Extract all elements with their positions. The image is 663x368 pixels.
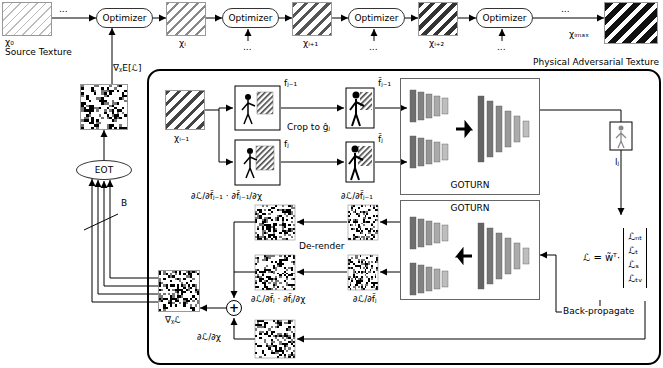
- node-label: Optimizer: [228, 13, 272, 24]
- node-label: Optimizer: [482, 13, 526, 24]
- connector-arrow: [104, 130, 105, 160]
- network-box: GOTURN: [400, 200, 540, 300]
- texture-image: χᵢ₊₂: [418, 2, 458, 36]
- annotation-label: ∂ℒ/∂f̃ⱼ · ∂f̃ⱼ/∂χ: [250, 294, 306, 305]
- annotation-label: ...: [560, 4, 571, 15]
- edge-label: lⱼ: [614, 157, 620, 168]
- annotation-label: fⱼ: [283, 139, 290, 150]
- node-label: χ₀: [5, 37, 14, 48]
- optimizer-box: Optimizer: [476, 8, 533, 28]
- annotation-label: f̃ⱼ₋₁: [377, 78, 392, 89]
- connector-arrow: [458, 18, 476, 19]
- node-text: ℒₜᵥ: [628, 272, 642, 286]
- gradient-image: ∇ᵪℒ: [158, 270, 200, 312]
- connector-arrow: [332, 18, 348, 19]
- node-label: ∇ᵪE[ℒ]: [113, 63, 142, 74]
- node-text: Source Texture: [5, 47, 72, 58]
- annotation-label: fⱼ₋₁: [283, 78, 298, 89]
- annotation-label: ∂ℒ/∂f̃ⱼ₋₁: [340, 191, 374, 202]
- eot-ellipse: EOT: [76, 160, 132, 180]
- texture-image: χ₀Source Texture: [2, 2, 52, 36]
- node-text: Physical Adversarial Texture: [533, 57, 659, 68]
- connector-arrow: [112, 28, 113, 84]
- node-text: ℒₛ: [628, 258, 642, 272]
- texture-image: χᵢₘₐₓPhysical Adversarial Texture: [604, 2, 658, 44]
- node-label: GOTURN: [450, 203, 489, 214]
- connector-arrow: [52, 18, 96, 19]
- connector-arrow: [279, 18, 292, 19]
- cropped-frames: [346, 88, 374, 182]
- annotation-label: B: [120, 198, 128, 209]
- network-box: GOTURN: [400, 78, 540, 195]
- annotation-label: ∂ℒ/∂f̃ⱼ₋₁ · ∂f̃ⱼ₋₁/∂χ: [190, 191, 263, 202]
- node-label: χᵢ₋₁: [174, 133, 189, 144]
- input-arrows: [248, 29, 502, 41]
- node-label: χᵢₘₐₓ: [569, 29, 589, 40]
- optimizer-box: Optimizer: [222, 8, 279, 28]
- texture-image: χᵢ₊₁: [292, 2, 332, 36]
- connector-arrow: [540, 255, 600, 312]
- connector-arrow: [200, 308, 226, 309]
- annotation-label: ∂ℒ/∂f̃ⱼ: [352, 294, 378, 305]
- pipeline-panel: [148, 70, 660, 364]
- connector-arrow: [405, 18, 418, 19]
- optimizer-box: Optimizer: [96, 8, 153, 28]
- loss-vector: ℒ = w̃ᵀ·ℒₙₜℒₜℒₛℒₜᵥ: [583, 215, 658, 300]
- annotation-label: ...: [58, 4, 69, 15]
- texture-image: χᵢ: [166, 2, 206, 36]
- connector-arrow: [533, 18, 604, 19]
- node-label: ℒ = w̃ᵀ·: [583, 251, 620, 265]
- node-label: EOT: [95, 165, 113, 176]
- tracker-output: [610, 122, 632, 150]
- edge-label: Back-propagate: [562, 306, 635, 317]
- annotation-label: ...: [496, 42, 507, 53]
- connector-arrow: [540, 110, 621, 215]
- gradient-image: ∇ᵪE[ℒ]: [80, 84, 128, 130]
- node-label: Optimizer: [102, 13, 146, 24]
- connector-arrow: [110, 180, 158, 278]
- node-label: +: [229, 302, 239, 314]
- sum-circle: +: [226, 300, 242, 316]
- texture-image: χᵢ₋₁: [165, 90, 205, 130]
- connector-arrow: [206, 18, 222, 19]
- annotation-label: ∂ℒ/∂χ: [196, 332, 222, 343]
- connector-arrow: [153, 18, 166, 19]
- node-label: χᵢ₊₂: [429, 38, 444, 49]
- video-frames: [235, 86, 280, 185]
- annotation-label: Crop to ĝⱼ: [286, 122, 331, 133]
- node-label: ∇ᵪℒ: [165, 315, 181, 326]
- vector-bracket: ℒₙₜℒₜℒₛℒₜᵥ: [623, 228, 647, 288]
- node-text: ℒₙₜ: [628, 230, 642, 244]
- network-stacks: [410, 90, 529, 295]
- annotation-label: De-render: [298, 241, 345, 252]
- node-label: χᵢ: [179, 38, 186, 49]
- annotation-label: ...: [242, 42, 253, 53]
- annotation-label: f̃ⱼ: [377, 134, 384, 145]
- gradient-images: [255, 205, 378, 358]
- optimizer-box: Optimizer: [348, 8, 405, 28]
- node-label: GOTURN: [450, 180, 489, 191]
- batch-lines: [84, 179, 158, 302]
- node-label: χᵢ₊₁: [303, 38, 318, 49]
- node-text: ℒₜ: [628, 244, 642, 258]
- node-label: Optimizer: [354, 13, 398, 24]
- flow-arrows: [205, 108, 645, 339]
- annotation-label: ...: [368, 42, 379, 53]
